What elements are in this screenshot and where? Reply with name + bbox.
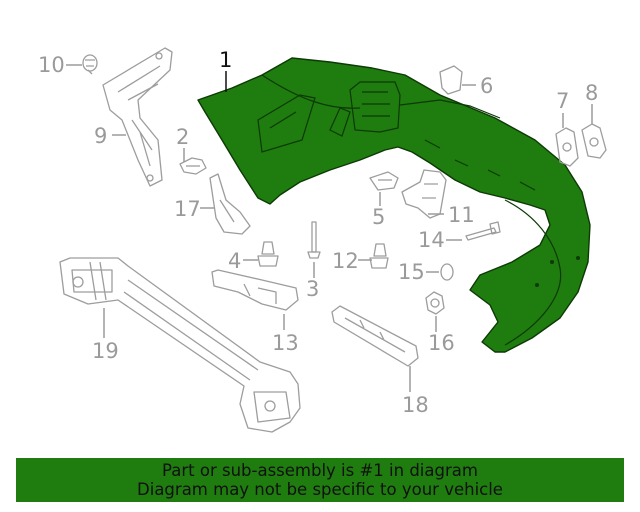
callout-8[interactable]: 8 [585, 81, 598, 105]
callout-1[interactable]: 1 [219, 48, 232, 72]
callout-19[interactable]: 19 [92, 339, 119, 363]
callout-3[interactable]: 3 [306, 277, 319, 301]
callout-6[interactable]: 6 [480, 74, 493, 98]
callout-17[interactable]: 17 [174, 197, 201, 221]
callout-11[interactable]: 11 [448, 203, 475, 227]
callout-18[interactable]: 18 [402, 393, 429, 417]
absorber-bracket-part-13[interactable] [211, 269, 299, 311]
side-bracket-part-9[interactable] [102, 47, 173, 187]
sensor-bracket-part-7[interactable] [555, 127, 579, 167]
callout-16[interactable]: 16 [428, 331, 455, 355]
callout-7[interactable]: 7 [556, 89, 569, 113]
callout-4[interactable]: 4 [228, 249, 241, 273]
bumper-cover-part-1[interactable] [197, 57, 591, 353]
parts-diagram: 1 10 9 2 17 3 4 [38, 47, 607, 433]
bolt-part-3[interactable] [307, 221, 321, 259]
callout-9[interactable]: 9 [94, 124, 107, 148]
nut-part-16[interactable] [425, 291, 445, 315]
grommet-part-15[interactable] [440, 263, 454, 281]
banner-line-1: Part or sub-assembly is #1 in diagram [162, 461, 478, 480]
info-banner: Part or sub-assembly is #1 in diagram Di… [16, 458, 624, 502]
fastener-part-12[interactable] [369, 243, 389, 269]
callout-2[interactable]: 2 [176, 125, 189, 149]
callout-14[interactable]: 14 [418, 228, 445, 252]
absorber-part-18[interactable] [331, 305, 419, 367]
fastener-part-4[interactable] [257, 241, 279, 267]
push-pin-part-10[interactable] [82, 54, 98, 75]
bracket-part-11[interactable] [401, 169, 447, 219]
banner-line-2: Diagram may not be specific to your vehi… [137, 480, 503, 499]
clip-part-2[interactable] [179, 157, 207, 175]
callout-5[interactable]: 5 [372, 205, 385, 229]
sensor-bracket-part-8[interactable] [581, 123, 607, 159]
callout-15[interactable]: 15 [398, 260, 425, 284]
bracket-part-17[interactable] [209, 173, 251, 235]
pad-part-6[interactable] [439, 65, 463, 95]
pin-part-14[interactable] [465, 221, 501, 241]
callout-13[interactable]: 13 [272, 331, 299, 355]
clip-part-5[interactable] [369, 171, 399, 191]
callout-12[interactable]: 12 [332, 249, 359, 273]
callout-10[interactable]: 10 [38, 53, 65, 77]
impact-bar-part-19[interactable] [59, 257, 301, 433]
